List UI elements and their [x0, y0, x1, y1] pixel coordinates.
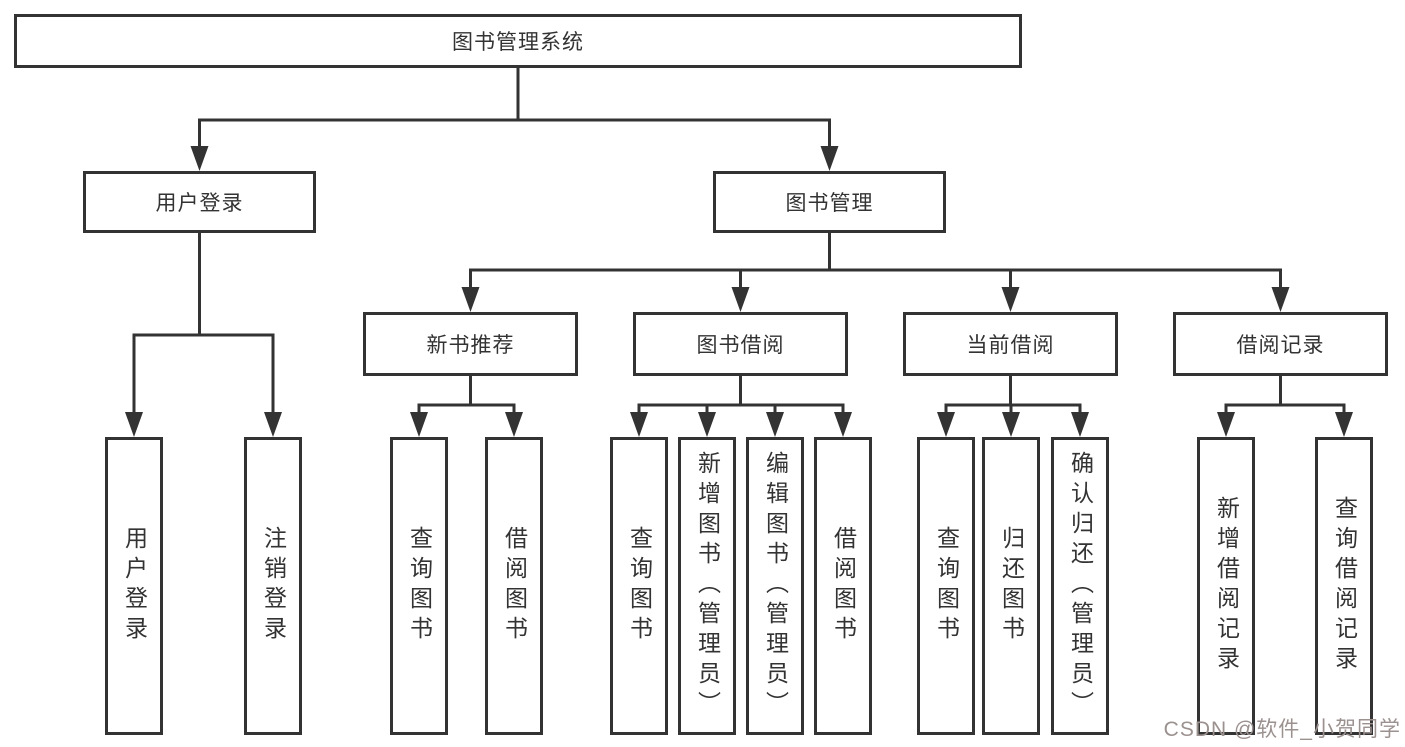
node-borrowing-records: 借阅记录: [1173, 312, 1388, 376]
node-library-management-system: 图书管理系统: [14, 14, 1022, 68]
leaf-borrow-books-recommend: 借阅图书: [485, 437, 543, 735]
leaf-confirm-return-admin: 确认归还（管理员）: [1051, 437, 1109, 735]
leaf-edit-book-admin: 编辑图书（管理员）: [746, 437, 804, 735]
edge-bookmgmt-to-level2: [469, 233, 1282, 288]
node-book-borrowing: 图书借阅: [633, 312, 848, 376]
node-new-book-recommend: 新书推荐: [363, 312, 578, 376]
leaf-query-books-recommend: 查询图书: [390, 437, 448, 735]
leaf-return-book: 归还图书: [982, 437, 1040, 735]
leaf-borrow-books-borrowing: 借阅图书: [814, 437, 872, 735]
edge-root-to-level1: [198, 68, 831, 147]
leaf-add-borrow-record: 新增借阅记录: [1197, 437, 1255, 735]
node-current-borrowing: 当前借阅: [903, 312, 1118, 376]
leaf-add-book-admin: 新增图书（管理员）: [678, 437, 736, 735]
edge-userlogin-to-leaves: [132, 233, 275, 413]
leaf-query-borrow-record: 查询借阅记录: [1315, 437, 1373, 735]
edge-current-to-leaves: [944, 376, 1082, 413]
edge-newbook-to-leaves: [417, 376, 516, 413]
leaf-logout: 注销登录: [244, 437, 302, 735]
leaf-query-books-borrowing: 查询图书: [610, 437, 668, 735]
csdn-watermark: CSDN @软件_小贺同学: [1163, 718, 1401, 741]
leaf-query-books-current: 查询图书: [917, 437, 975, 735]
node-book-management: 图书管理: [713, 171, 946, 233]
edge-records-to-leaves: [1224, 376, 1346, 413]
node-user-login: 用户登录: [83, 171, 316, 233]
edge-borrowing-to-leaves: [637, 376, 845, 413]
leaf-user-login: 用户登录: [105, 437, 163, 735]
